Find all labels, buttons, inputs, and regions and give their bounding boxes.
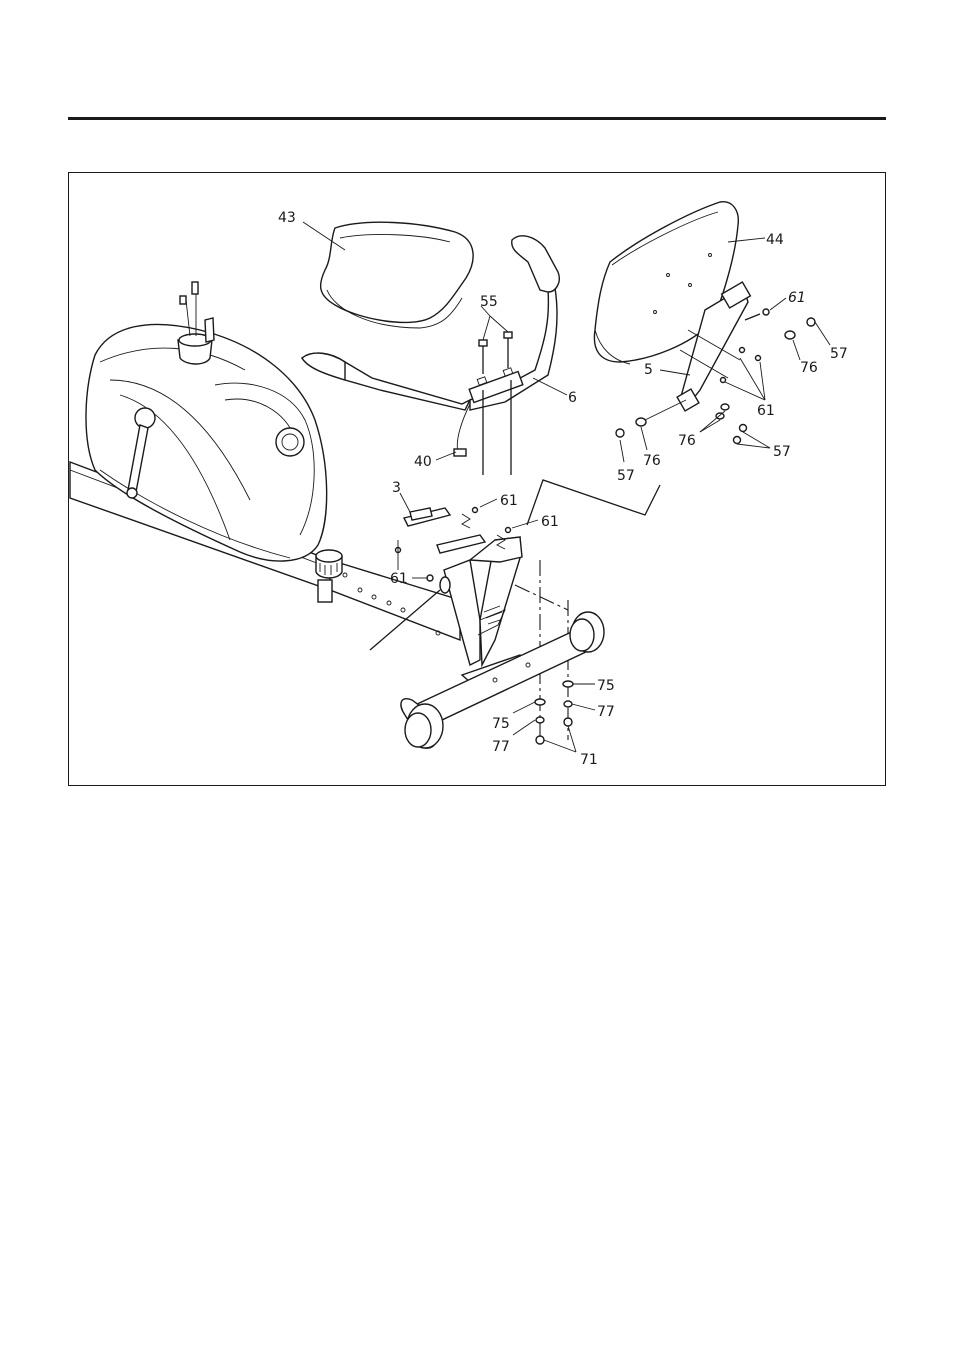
label-76-backrest-mid: 76	[678, 433, 696, 449]
diagram-frame	[68, 172, 886, 786]
label-71: 71	[580, 752, 598, 768]
rear-stabilizer	[400, 611, 605, 749]
label-61-seatpost-c: 61	[390, 571, 408, 587]
callout-labels: 43 44 55 6 40 61 57 76 5 61 76 57 57 76 …	[278, 210, 848, 768]
backrest-bracket	[676, 281, 752, 412]
tension-knob	[315, 549, 343, 603]
label-76-backrest-left: 76	[643, 453, 661, 469]
label-61-seatpost-a: 61	[500, 493, 518, 509]
label-77-right: 77	[597, 704, 615, 720]
bolts-55	[478, 331, 513, 374]
hardware-backrest	[615, 308, 816, 445]
label-6: 6	[568, 390, 577, 406]
seat-cushion	[319, 221, 474, 329]
label-75-left: 75	[492, 716, 510, 732]
label-5: 5	[644, 362, 653, 378]
label-57-backrest-left: 57	[617, 468, 635, 484]
leader-lines	[302, 221, 831, 753]
flywheel-housing	[85, 281, 328, 562]
label-55: 55	[480, 294, 498, 310]
label-61-backrest-bolts: 61	[757, 403, 775, 419]
label-76-backrest-top: 76	[800, 360, 818, 376]
hardware-stabilizer	[534, 680, 574, 745]
label-61-seatpost-b: 61	[541, 514, 559, 530]
label-3: 3	[392, 480, 401, 496]
label-77-left: 77	[492, 739, 510, 755]
label-75-right: 75	[597, 678, 615, 694]
label-61-backrest-top: 61	[788, 290, 806, 306]
label-43: 43	[278, 210, 296, 226]
header-rule	[68, 117, 886, 120]
seat-post	[394, 506, 530, 683]
label-57-backrest-top: 57	[830, 346, 848, 362]
label-40: 40	[414, 454, 432, 470]
label-57-backrest-mid: 57	[773, 444, 791, 460]
label-44: 44	[766, 232, 784, 248]
